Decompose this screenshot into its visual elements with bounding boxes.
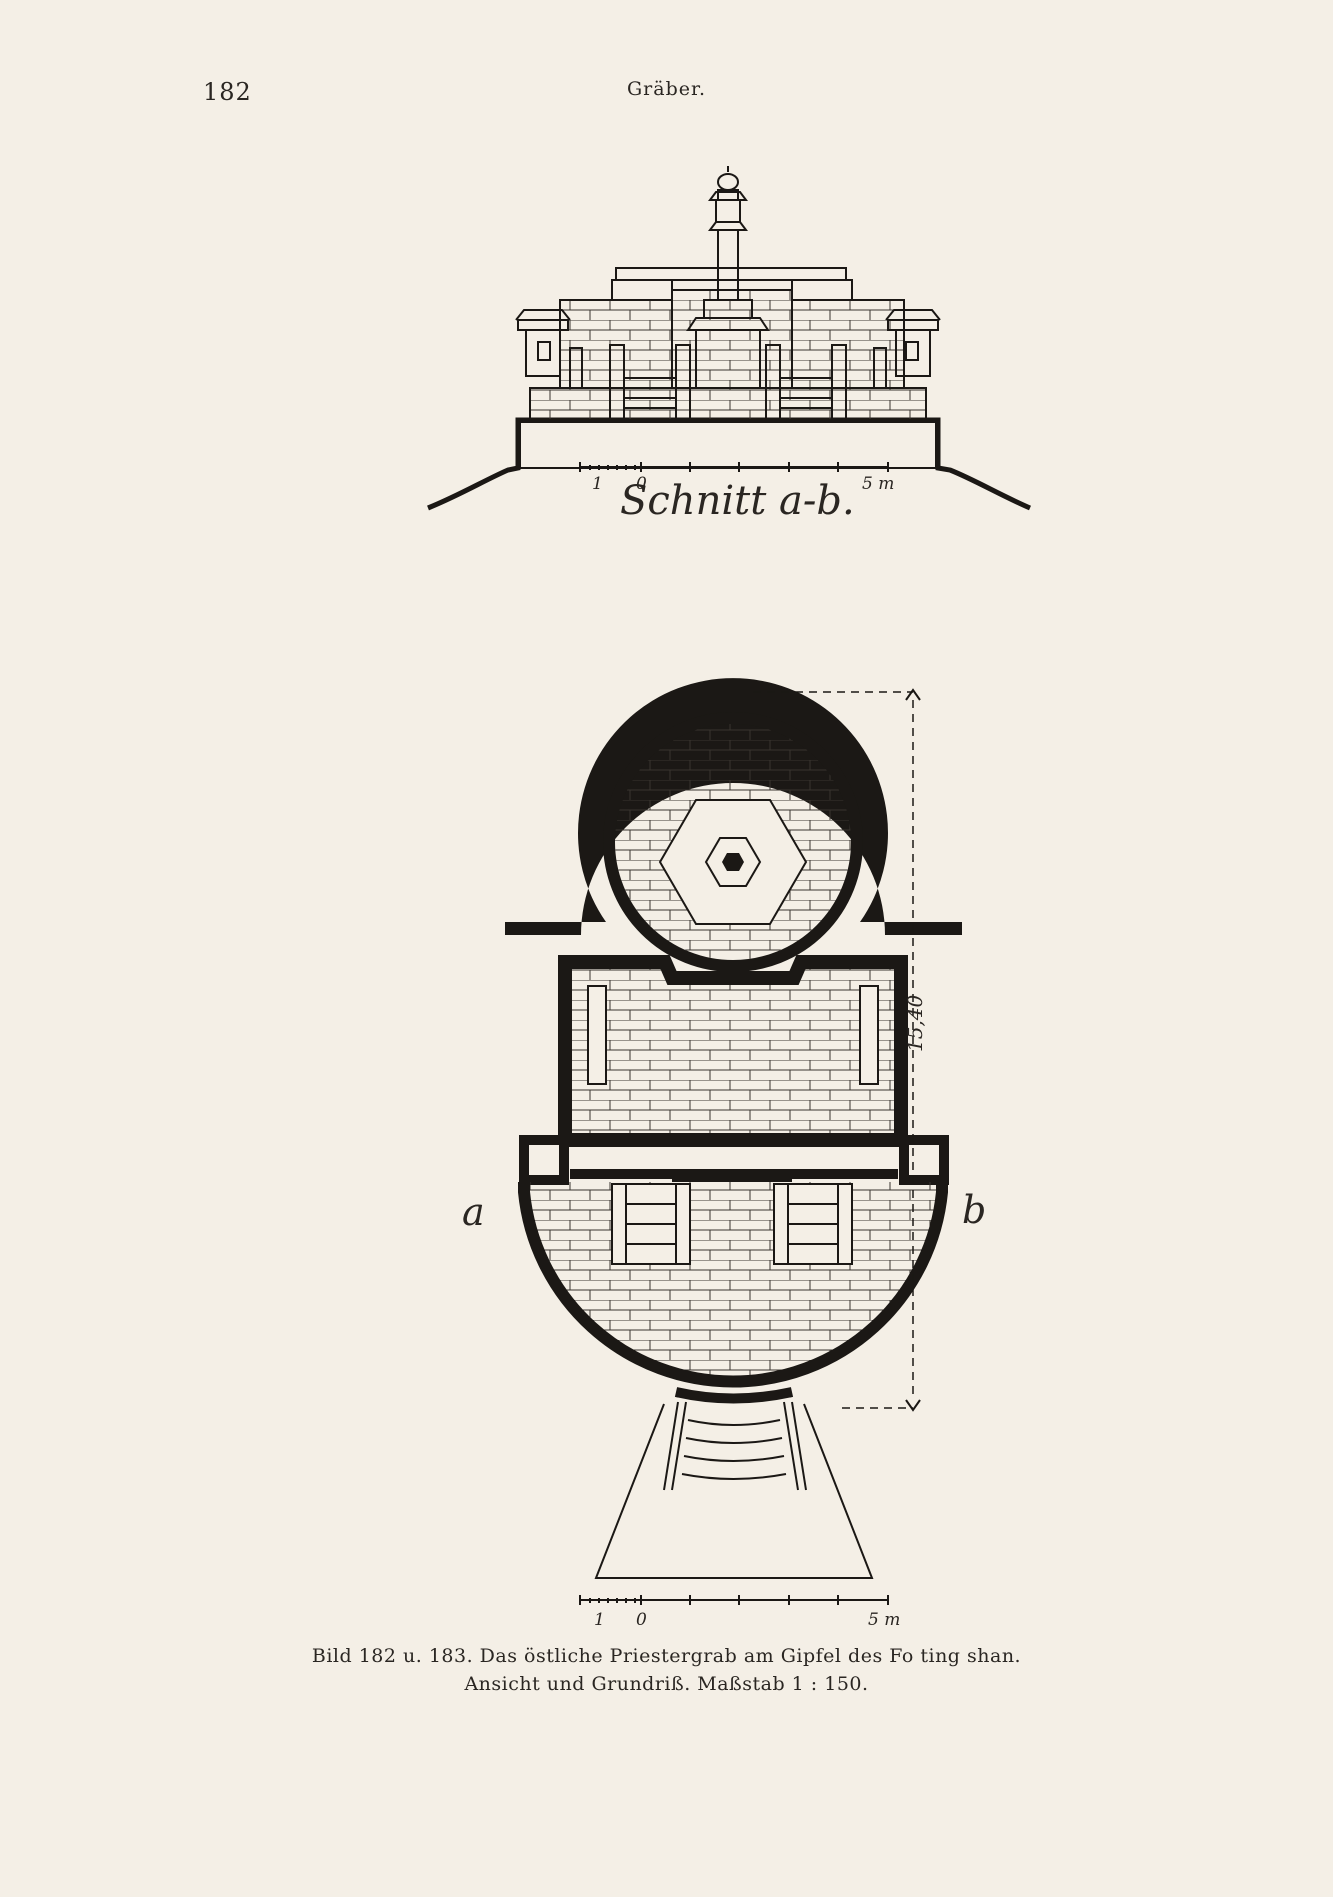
plan-dimension-label: 15,40 (903, 994, 927, 1052)
plan-scale-left: 1 (594, 1610, 605, 1630)
figure-caption: Bild 182 u. 183. Das östliche Priestergr… (0, 1642, 1333, 1698)
plan-scale-zero: 0 (636, 1610, 647, 1630)
plan-side-b: b (962, 1188, 987, 1232)
section-scale-right: 5 m (862, 474, 895, 494)
plan-scale-right: 5 m (868, 1610, 901, 1630)
caption-line-2: Ansicht und Grundriß. Maßstab 1 : 150. (464, 1673, 869, 1695)
section-elevation (427, 166, 1031, 511)
section-title: Schnitt a-b. (620, 478, 855, 524)
page-number: 182 (203, 78, 252, 106)
plan-side-a: a (462, 1190, 485, 1234)
section-scale-left: 1 (592, 474, 603, 494)
section-scale-zero: 0 (636, 474, 647, 494)
floor-plan (505, 678, 962, 1605)
caption-line-1: Bild 182 u. 183. Das östliche Priestergr… (311, 1645, 1022, 1667)
running-head: Gräber. (626, 78, 707, 100)
